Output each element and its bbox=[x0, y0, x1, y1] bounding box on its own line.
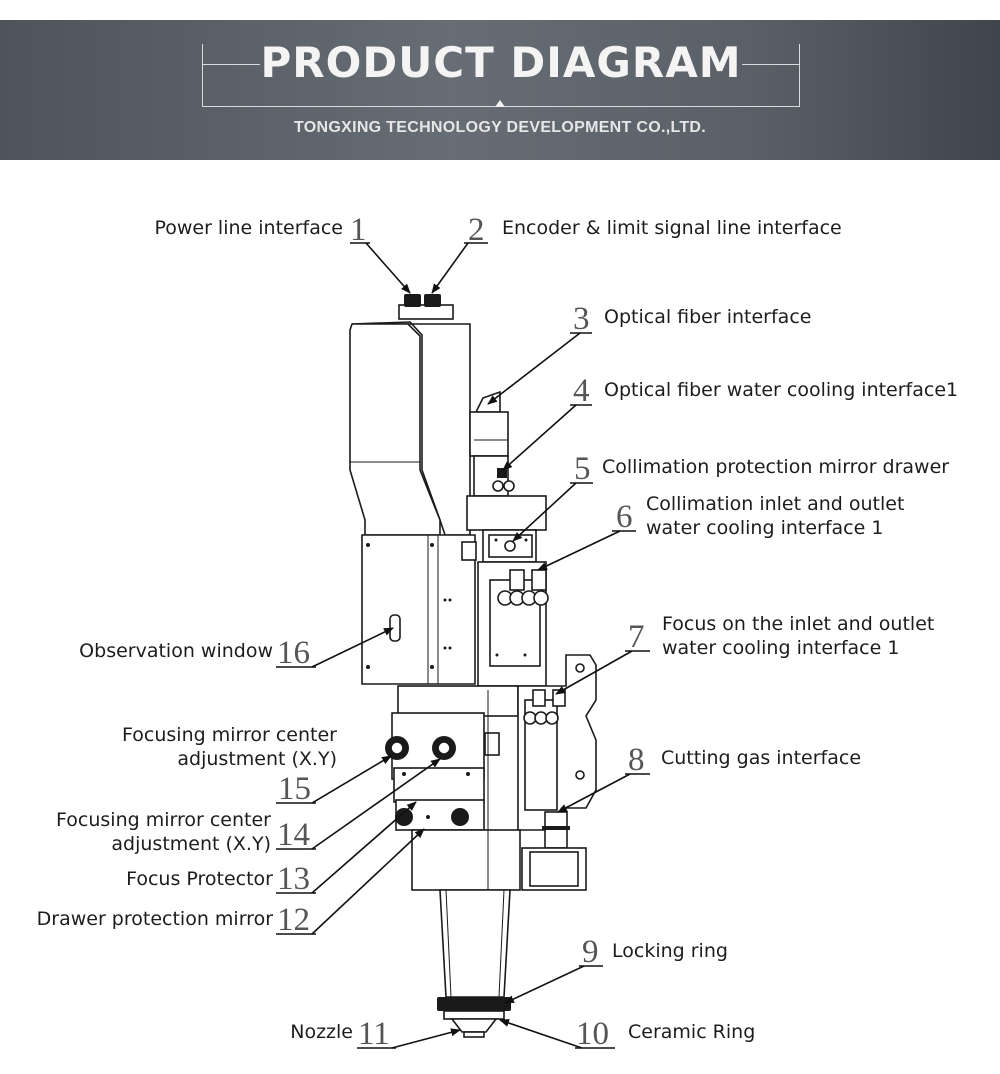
callout-number-9: 9 bbox=[582, 934, 599, 970]
callout-number-11: 11 bbox=[358, 1016, 390, 1052]
callout-number-5: 5 bbox=[574, 451, 591, 487]
callout-label-focusing-adjust-a-line1: Focusing mirror center bbox=[122, 724, 337, 746]
callout-number-1: 1 bbox=[350, 212, 367, 248]
callout-number-13: 13 bbox=[277, 861, 310, 897]
callout-number-3: 3 bbox=[573, 301, 590, 337]
callout-number-16: 16 bbox=[277, 635, 310, 671]
callout-label-drawer-protection: Drawer protection mirror bbox=[37, 908, 274, 930]
header-banner bbox=[0, 20, 1000, 160]
callout-number-2: 2 bbox=[468, 212, 485, 248]
callout-label-locking-ring: Locking ring bbox=[612, 940, 728, 962]
title-frame-line-right bbox=[742, 64, 799, 65]
callout-label-collimation-cooling-line2: water cooling interface 1 bbox=[646, 517, 883, 539]
callout-number-4: 4 bbox=[573, 373, 590, 409]
callout-label-observation-window: Observation window bbox=[79, 640, 273, 662]
callout-label-focusing-adjust-b-line1: Focusing mirror center bbox=[56, 809, 271, 831]
callout-label-fiber-interface: Optical fiber interface bbox=[604, 306, 811, 328]
title-frame-line-left bbox=[202, 64, 260, 65]
callout-number-15: 15 bbox=[278, 771, 311, 807]
callout-label-fiber-cooling: Optical fiber water cooling interface1 bbox=[604, 379, 958, 401]
callout-number-10: 10 bbox=[576, 1016, 609, 1052]
callout-number-6: 6 bbox=[616, 499, 633, 535]
callout-label-collimation-drawer: Collimation protection mirror drawer bbox=[602, 456, 949, 478]
callout-label-focus-protector: Focus Protector bbox=[126, 868, 273, 890]
callout-label-collimation-cooling-line1: Collimation inlet and outlet bbox=[646, 493, 904, 515]
page-title: PRODUCT DIAGRAM bbox=[260, 38, 742, 87]
callout-label-focusing-adjust-a-line2: adjustment (X.Y) bbox=[177, 748, 337, 770]
callout-label-focus-cooling-line1: Focus on the inlet and outlet bbox=[662, 613, 934, 635]
title-caret-icon bbox=[495, 100, 505, 107]
callout-number-12: 12 bbox=[277, 902, 310, 938]
laser-cutting-head-drawing bbox=[349, 294, 597, 1038]
callout-number-8: 8 bbox=[628, 742, 645, 778]
callout-label-ceramic-ring: Ceramic Ring bbox=[628, 1021, 755, 1043]
callout-label-power-line: Power line interface bbox=[154, 217, 343, 239]
company-name: TONGXING TECHNOLOGY DEVELOPMENT CO.,LTD. bbox=[293, 119, 707, 136]
callout-label-nozzle: Nozzle bbox=[290, 1021, 353, 1043]
callout-number-14: 14 bbox=[277, 817, 310, 853]
callout-label-focus-cooling-line2: water cooling interface 1 bbox=[662, 637, 899, 659]
callout-label-encoder: Encoder & limit signal line interface bbox=[502, 217, 842, 239]
callout-number-7: 7 bbox=[628, 619, 645, 655]
callout-label-cutting-gas: Cutting gas interface bbox=[661, 747, 861, 769]
callout-label-focusing-adjust-b-line2: adjustment (X.Y) bbox=[111, 833, 271, 855]
